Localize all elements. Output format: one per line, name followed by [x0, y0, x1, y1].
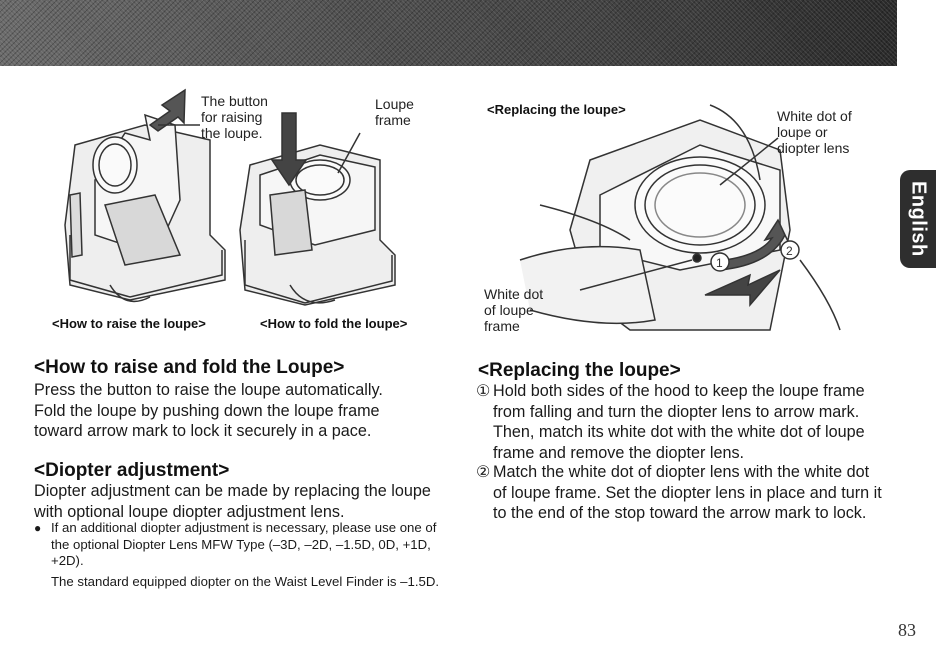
marker-step-1: 1	[716, 256, 723, 270]
step-1: ① Hold both sides of the hood to keep th…	[476, 381, 886, 463]
caption-replacing-loupe: <Replacing the loupe>	[487, 102, 626, 117]
label-white-dot-frame: White dot of loupe frame	[484, 286, 544, 334]
replace-loupe-illustration: 1 2	[519, 104, 841, 331]
heading-raise-fold: <How to raise and fold the Loupe>	[34, 357, 345, 378]
step-2-number: ②	[476, 463, 491, 481]
label-white-dot-lens: White dot of loupe or diopter lens	[777, 108, 852, 156]
heading-diopter: <Diopter adjustment>	[34, 460, 230, 481]
note-standard-diopter: The standard equipped diopter on the Wai…	[51, 574, 440, 589]
marker-step-2: 2	[786, 244, 793, 258]
para-raise-fold: Press the button to raise the loupe auto…	[34, 381, 383, 440]
header-band	[0, 0, 897, 66]
step-1-number: ①	[476, 382, 491, 400]
label-loupe-frame: Loupe frame	[375, 96, 414, 128]
label-raise-button: The button for raising the loupe.	[201, 93, 268, 141]
language-tab: English	[900, 170, 936, 268]
heading-replacing-loupe: <Replacing the loupe>	[478, 360, 681, 381]
raise-fold-illustration	[64, 88, 396, 306]
bullet-dot: ●	[34, 521, 42, 535]
caption-fold-loupe: <How to fold the loupe>	[260, 316, 408, 331]
para-diopter: Diopter adjustment can be made by replac…	[34, 482, 431, 521]
caption-raise-loupe: <How to raise the loupe>	[52, 316, 206, 331]
note-optional-lens: If an additional diopter adjustment is n…	[51, 520, 437, 568]
page-number: 83	[898, 620, 916, 640]
step-1-text: Hold both sides of the hood to keep the …	[493, 382, 865, 462]
step-2: ② Match the white dot of diopter lens wi…	[476, 462, 886, 524]
step-2-text: Match the white dot of diopter lens with…	[493, 463, 882, 522]
language-tab-label: English	[907, 181, 930, 257]
